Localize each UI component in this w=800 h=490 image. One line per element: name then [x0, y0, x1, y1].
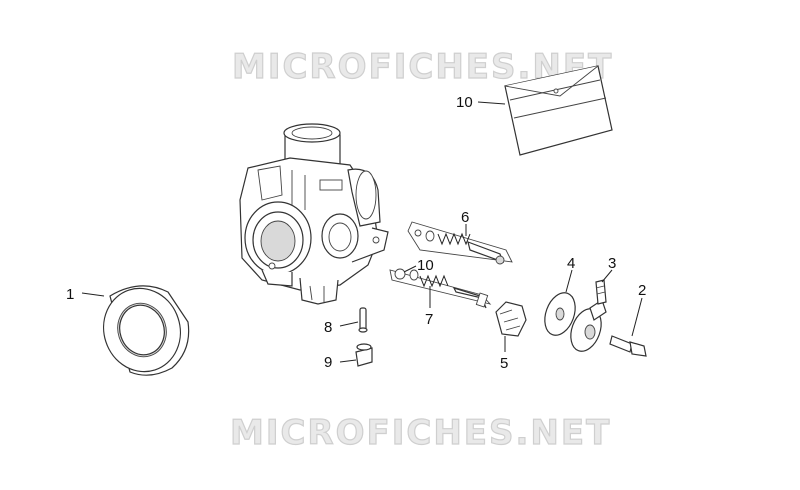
envelope-part — [504, 65, 613, 156]
leader-10a — [477, 101, 506, 105]
leader-9 — [339, 359, 357, 363]
gear-part-5 — [495, 301, 527, 337]
banjo-fitting-part-3 — [570, 279, 607, 352]
leader-1 — [81, 292, 105, 297]
callout-9: 9 — [324, 354, 332, 371]
leader-2 — [631, 297, 643, 337]
carburetor-part — [239, 123, 389, 305]
adjust-screw-kit-upper — [407, 221, 513, 265]
callout-6: 6 — [461, 209, 469, 226]
callout-labels: 1 2 3 4 5 6 7 8 9 10 10 — [66, 94, 646, 372]
bolt-part-2 — [609, 335, 647, 357]
callout-1: 1 — [66, 286, 74, 303]
callout-8: 8 — [324, 319, 332, 336]
callout-10-top: 10 — [456, 94, 473, 111]
nut-part-9 — [355, 343, 373, 367]
screw-part-8 — [358, 307, 368, 333]
leader-10b — [403, 265, 417, 273]
leader-3 — [601, 269, 613, 283]
watermark-top: MICROFICHES.NET — [232, 47, 613, 87]
callout-3: 3 — [608, 255, 616, 272]
disc-part-4 — [544, 292, 576, 336]
adjust-screw-kit-lower — [389, 268, 492, 309]
watermark-bottom: MICROFICHES.NET — [230, 413, 611, 453]
callout-10-kit: 10 — [417, 257, 434, 274]
callout-2: 2 — [638, 282, 646, 299]
leader-8 — [339, 321, 359, 327]
leader-4 — [565, 269, 573, 293]
leader-lines — [81, 101, 643, 363]
callout-7: 7 — [425, 311, 433, 328]
callout-5: 5 — [500, 355, 508, 372]
callout-4: 4 — [567, 255, 575, 272]
ring-part — [103, 285, 190, 376]
